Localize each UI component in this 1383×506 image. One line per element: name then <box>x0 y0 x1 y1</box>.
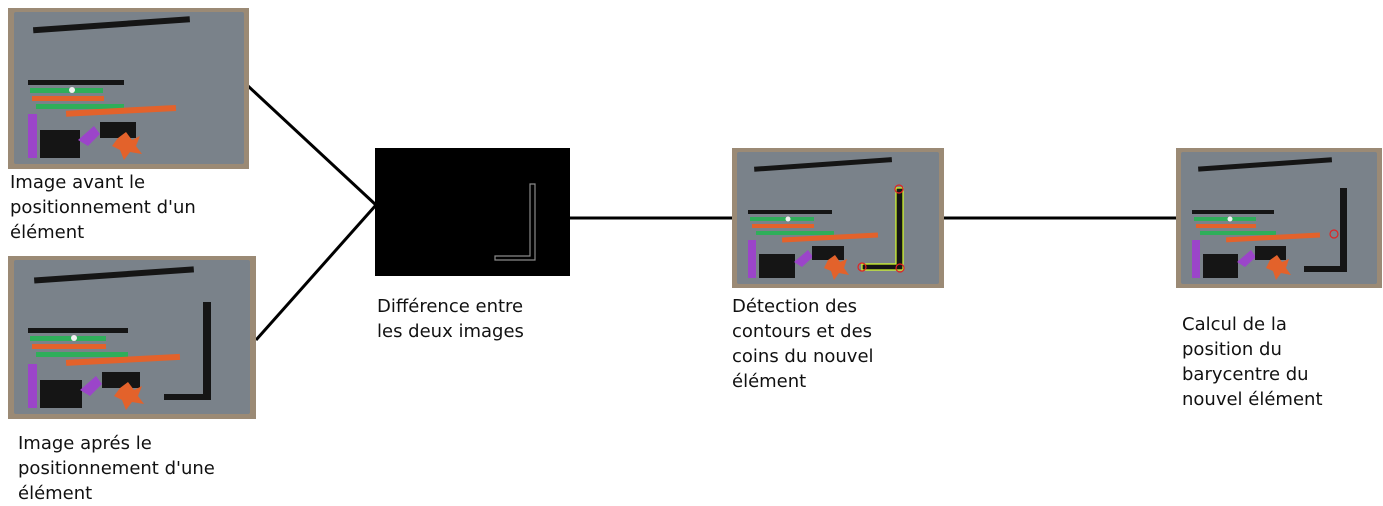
green-bar-piece <box>750 217 814 221</box>
orange-star-piece <box>112 132 142 160</box>
connector-after-to-diff <box>254 204 378 341</box>
photo-before-placement <box>8 8 249 169</box>
board <box>737 152 939 284</box>
purple-arrow-piece <box>794 250 813 267</box>
black-block-piece <box>1255 246 1286 260</box>
corner-marker <box>895 263 905 273</box>
white-ball <box>785 216 791 222</box>
purple-piece <box>1192 240 1200 278</box>
black-block-piece <box>40 130 80 158</box>
green-bar-piece <box>756 231 834 235</box>
board <box>1181 152 1377 284</box>
purple-piece <box>748 240 756 278</box>
purple-piece <box>28 114 37 158</box>
orange-bar-piece <box>1225 232 1321 243</box>
black-bar-piece <box>1192 210 1274 214</box>
orange-bar-piece <box>752 224 814 228</box>
barycentre-marker <box>1329 229 1339 239</box>
photo-contour-detection <box>732 148 944 288</box>
black-block-piece <box>102 372 140 388</box>
purple-piece <box>28 364 37 408</box>
orange-bar-piece <box>65 353 181 366</box>
black-block-piece <box>40 380 82 408</box>
black-block-piece <box>759 254 795 278</box>
orange-star-piece <box>1266 255 1291 280</box>
new-l-shaped-element <box>164 302 211 400</box>
black-bar-piece <box>33 266 195 284</box>
caption-difference: Différence entre les deux images <box>377 296 524 342</box>
caption-detection: Détection des contours et des coins du n… <box>732 296 874 392</box>
new-l-shaped-element <box>1304 188 1347 272</box>
caption-before: Image avant le positionnement d'un éléme… <box>10 172 196 243</box>
green-bar-piece <box>36 104 124 109</box>
board <box>14 12 244 164</box>
green-bar-piece <box>30 336 106 341</box>
green-bar-piece <box>30 88 103 93</box>
orange-bar-piece <box>65 104 177 117</box>
photo-after-placement <box>8 256 256 419</box>
black-block-piece <box>812 246 844 260</box>
black-bar-piece <box>1198 157 1333 172</box>
black-bar-piece <box>754 157 893 172</box>
black-bar-piece <box>748 210 832 214</box>
purple-arrow-piece <box>78 126 100 146</box>
black-bar-piece <box>28 328 128 333</box>
black-bar-piece <box>32 16 191 34</box>
purple-arrow-piece <box>80 376 102 396</box>
orange-star-piece <box>114 382 144 410</box>
photo-barycentre <box>1176 148 1382 288</box>
caption-barycentre: Calcul de la position du barycentre du n… <box>1182 314 1323 410</box>
white-ball <box>71 335 77 341</box>
caption-after: Image aprés le positionnement d'une élém… <box>18 433 215 504</box>
orange-bar-piece <box>32 96 104 101</box>
orange-star-piece <box>824 255 849 280</box>
corner-marker <box>894 184 904 194</box>
corner-marker <box>857 262 867 272</box>
orange-bar-piece <box>1196 224 1256 228</box>
difference-image <box>375 148 570 276</box>
purple-arrow-piece <box>1237 250 1256 267</box>
green-bar-piece <box>1200 231 1276 235</box>
detected-l-element <box>862 188 903 270</box>
black-bar-piece <box>28 80 124 85</box>
green-bar-piece <box>1194 217 1256 221</box>
green-bar-piece <box>36 352 128 357</box>
orange-bar-piece <box>781 232 879 243</box>
white-ball <box>69 87 75 93</box>
orange-bar-piece <box>32 344 106 349</box>
black-block-piece <box>1203 254 1238 278</box>
black-block-piece <box>100 122 136 138</box>
board <box>14 260 250 414</box>
difference-l-outline <box>494 183 536 261</box>
white-ball <box>1227 216 1233 222</box>
connector-before-to-diff <box>246 84 378 207</box>
